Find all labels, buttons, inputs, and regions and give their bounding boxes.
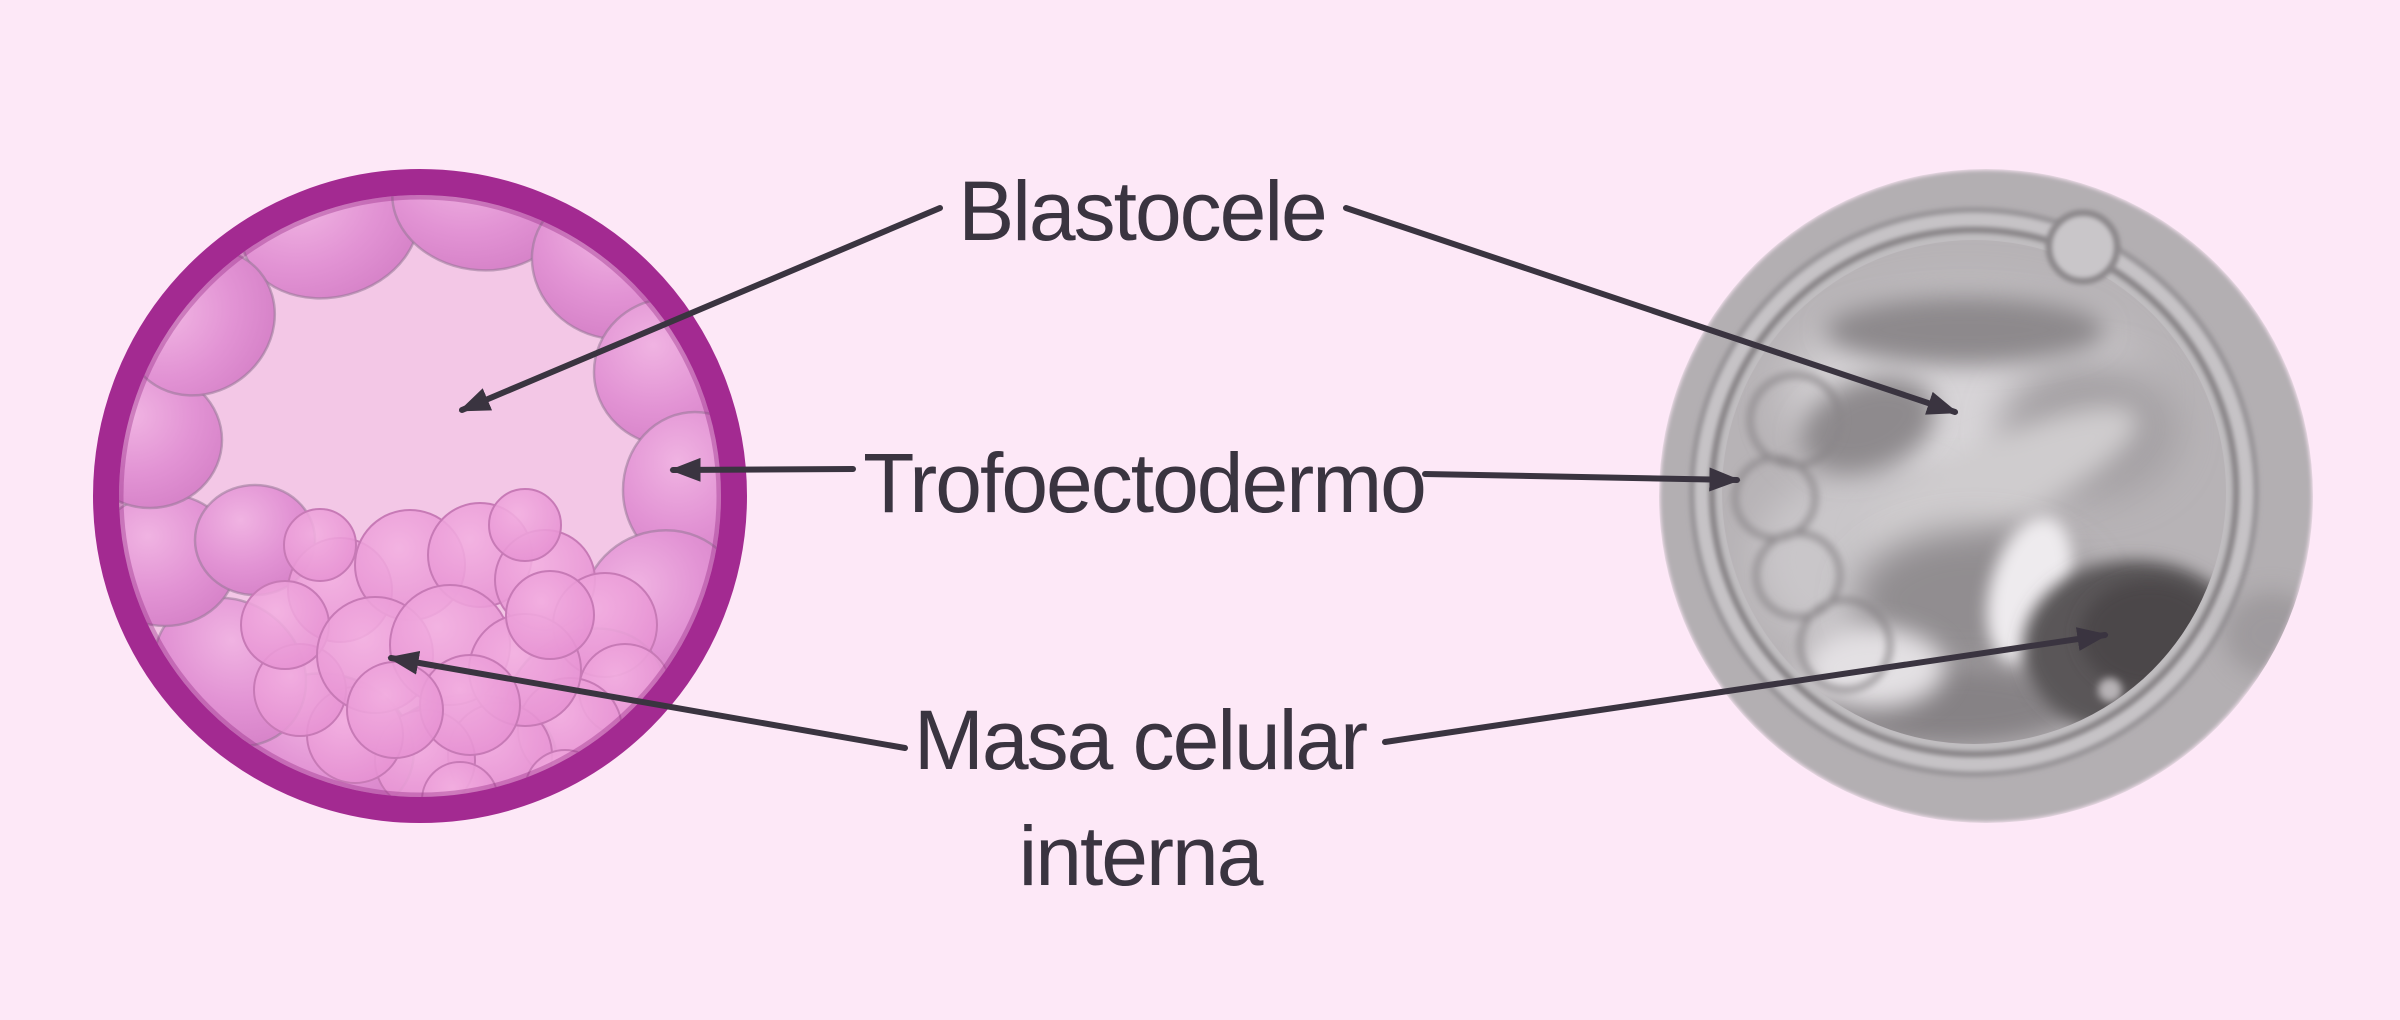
photo-trophectoderm-bumps	[1732, 372, 1893, 693]
zona-inner-rim	[118, 194, 722, 798]
arrow-masa-to-photo	[1382, 627, 2109, 745]
photo-texture	[1732, 295, 2226, 744]
label-masa-line2: interna	[1018, 809, 1264, 903]
arrow-blastocele-to-diagram	[458, 205, 943, 413]
zona-pellucida-ring	[93, 169, 747, 823]
label-blastocele: Blastocele	[958, 164, 1328, 258]
label-masa-celular-interna: Masa celular interna	[913, 682, 1368, 914]
photo-polar-body	[2045, 209, 2121, 285]
arrow-layer	[387, 205, 2109, 751]
label-trofoectodermo: Trofoectodermo	[863, 436, 1427, 530]
arrow-trofoectodermo-to-diagram	[669, 457, 856, 482]
arrow-trofoectodermo-to-photo	[1422, 467, 1741, 492]
blastocyst-micrograph	[1660, 170, 2313, 822]
arrow-blastocele-to-photo	[1343, 205, 1959, 415]
photo-debris-smudge	[2224, 592, 2313, 676]
label-masa-line1: Masa celular	[913, 693, 1368, 787]
blastocyst-illustration	[93, 169, 747, 823]
arrow-masa-to-diagram	[387, 650, 908, 751]
